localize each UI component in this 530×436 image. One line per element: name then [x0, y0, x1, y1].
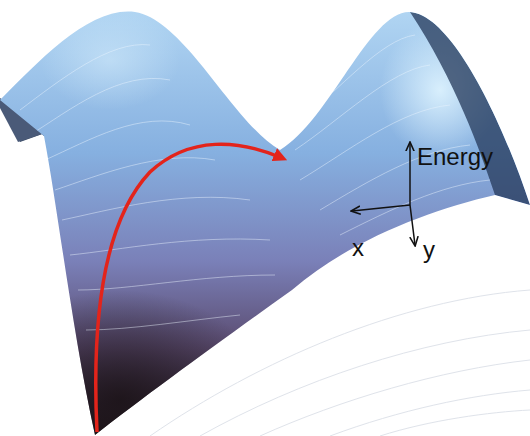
contour-lines [20, 35, 490, 330]
axis-label: Energy [417, 143, 493, 170]
label-holder: x [352, 236, 364, 260]
reaction-path-arrow [96, 144, 282, 432]
well-shade [0, 290, 270, 436]
peak-highlight [40, 10, 180, 110]
axis-label: y [423, 236, 435, 263]
axes-symbol [352, 143, 415, 245]
label-holder: y [423, 238, 435, 262]
label-holder: Energy [417, 145, 493, 169]
back-face [410, 12, 530, 205]
axis-label: x [352, 234, 364, 261]
